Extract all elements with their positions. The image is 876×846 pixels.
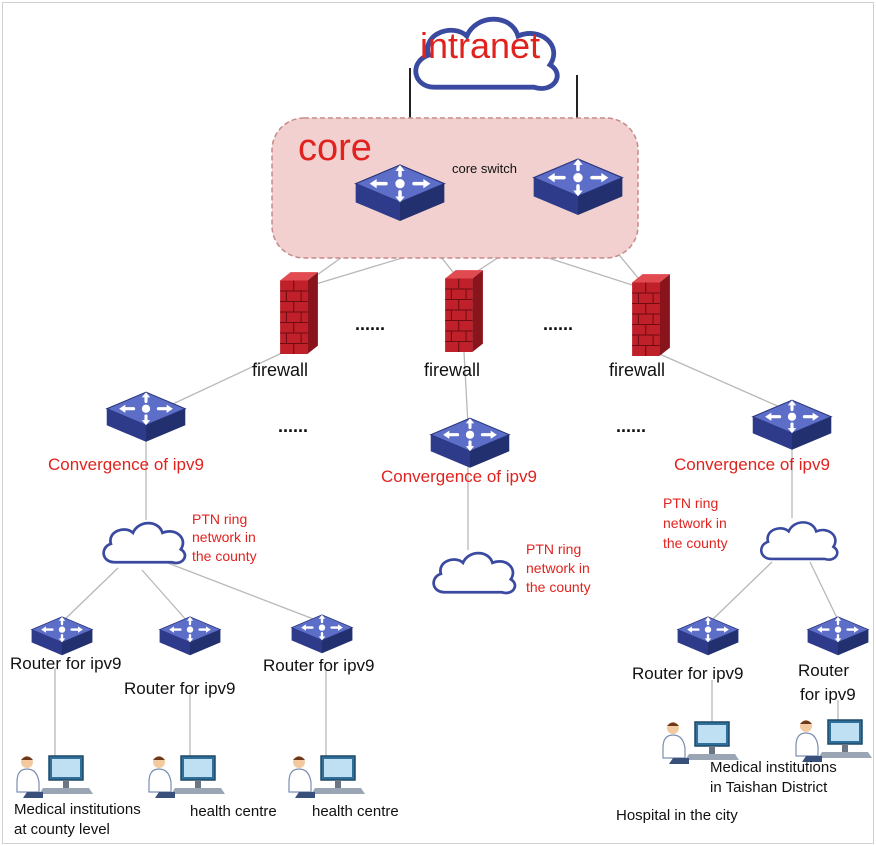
links-convergence-ptn [145,432,793,550]
svg-text:PTN ring: PTN ring [663,495,718,511]
health-centre-2-label: health centre [312,803,399,820]
convergence-center-icon [429,416,511,470]
svg-text:PTN ring: PTN ring [192,511,247,527]
svg-text:network in: network in [192,529,256,545]
router-2-icon [158,615,222,657]
router-5-label-line1: Router [798,661,849,680]
computer-user-4-icon [662,721,740,765]
ptn-cloud-right-icon [759,520,839,562]
firewall-center-label: firewall [424,360,480,380]
svg-text:the county: the county [526,579,591,595]
dots-convergence-1: ...... [278,416,308,436]
router-4-icon [676,615,740,657]
svg-text:network in: network in [663,515,727,531]
router-3-label: Router for ipv9 [263,656,375,675]
router-1-icon [30,615,94,657]
firewall-center-icon [445,269,483,352]
health-centre-1-label: health centre [190,803,277,820]
firewall-right-label: firewall [609,360,665,380]
router-4-label: Router for ipv9 [632,664,744,683]
medical-county-line2: at county level [14,821,110,838]
convergence-center-label: Convergence of ipv9 [381,467,537,486]
computer-user-5-icon [795,719,872,763]
medical-county-line1: Medical institutions [14,801,141,818]
ptn-cloud-center-icon [432,551,517,595]
links-firewall-convergence [159,351,783,426]
ptn-label-center: PTN ring network in the county [526,541,591,595]
core-label: core [298,127,372,169]
convergence-right-icon [751,398,833,452]
router-3-icon [290,613,354,655]
intranet-label: intranet [420,25,540,66]
convergence-left-label: Convergence of ipv9 [48,455,204,474]
links-router-computers [54,668,839,760]
links-ptn-routers-left [61,559,317,623]
core-zone [271,117,639,259]
svg-text:the county: the county [663,535,728,551]
links-ptn-routers-right [711,561,839,621]
convergence-left-icon [105,390,187,444]
firewall-right-icon [632,273,670,356]
core-switch-label: core switch [452,161,517,176]
dots-firewall-1: ...... [355,314,385,334]
svg-text:network in: network in [526,560,590,576]
firewall-left-label: firewall [252,360,308,380]
computer-user-2-icon [148,755,226,799]
ptn-label-right: PTN ring network in the county [663,495,728,551]
svg-text:PTN ring: PTN ring [526,541,581,557]
convergence-right-label: Convergence of ipv9 [674,455,830,474]
router-1-label: Router for ipv9 [10,654,122,673]
medical-taishan-line1: Medical institutions [710,759,837,776]
svg-text:the county: the county [192,548,257,564]
dots-convergence-2: ...... [616,416,646,436]
router-5-icon [806,615,870,657]
router-5-label-line2: for ipv9 [800,685,856,704]
computer-user-1-icon [16,755,94,799]
firewall-left-icon [280,271,318,354]
dots-firewall-2: ...... [543,314,573,334]
ptn-cloud-left-icon [102,521,187,565]
ptn-label-left: PTN ring network in the county [192,511,257,564]
hospital-city-label: Hospital in the city [616,807,738,824]
medical-taishan-line2: in Taishan District [710,779,828,796]
computer-user-3-icon [288,755,366,799]
router-2-label: Router for ipv9 [124,679,236,698]
